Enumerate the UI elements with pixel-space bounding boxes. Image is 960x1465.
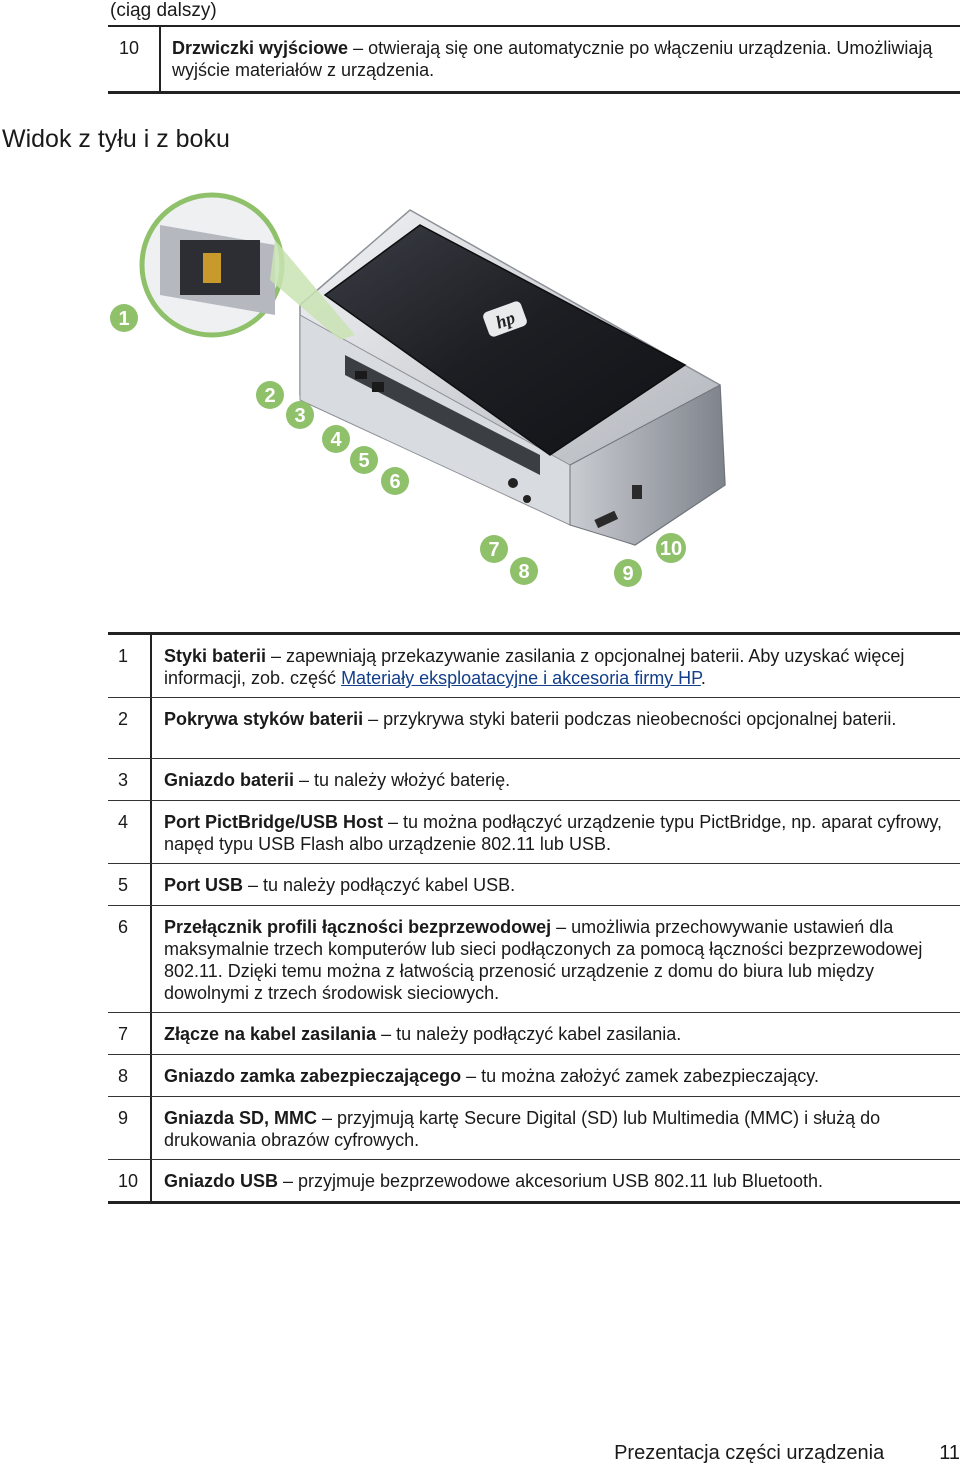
row-description: Gniazdo baterii – tu należy włożyć bater… [152,759,960,800]
battery-contacts [203,253,221,283]
svg-text:3: 3 [294,405,305,427]
row-description: Port USB – tu należy podłączyć kabel USB… [152,864,960,905]
table-row: 1 Styki baterii – zapewniają przekazywan… [108,635,960,697]
callout-5: 5 [350,446,378,474]
row-term: Styki baterii [164,646,267,666]
page-footer: Prezentacja części urządzenia 11 [614,1441,960,1465]
row-number: 9 [108,1097,152,1159]
power-connector [508,478,518,488]
row-text: – przyjmują kartę Secure Digital (SD) lu… [164,1108,881,1150]
row-description: Gniazdo USB – przyjmuje bezprzewodowe ak… [152,1160,960,1201]
row-description: Gniazdo zamka zabezpieczającego – tu moż… [152,1055,960,1096]
svg-text:8: 8 [518,561,529,583]
row-description: Gniazda SD, MMC – przyjmują kartę Secure… [152,1097,960,1159]
row-term: Złącze na kabel zasilania [164,1024,377,1044]
row-description: Drzwiczki wyjściowe – otwierają się one … [161,27,960,91]
callout-10: 10 [656,533,686,563]
row-number: 8 [108,1055,152,1096]
row-text: – tu należy podłączyć kabel USB. [243,875,516,895]
printer-end-panel [569,384,726,546]
row-number: 7 [108,1013,152,1054]
row-term: Drzwiczki wyjściowe [172,38,349,58]
row-term: Gniazdo zamka zabezpieczającego [164,1066,462,1086]
table-row: 7 Złącze na kabel zasilania – tu należy … [108,1012,960,1054]
svg-text:10: 10 [660,538,682,560]
row-text: – tu można założyć zamek zabezpieczający… [461,1066,819,1086]
usb-port [372,382,384,392]
table-row: 6 Przełącznik profili łączności bezprzew… [108,905,960,1012]
row-text: – otwierają się one automatycznie po włą… [172,38,933,80]
table-row: 2 Pokrywa styków baterii – przykrywa sty… [108,697,960,758]
row-term: Pokrywa styków baterii [164,709,364,729]
magnifier-pointer [270,240,355,340]
svg-text:9: 9 [622,563,633,585]
row-text: – tu można podłączyć urządzenie typu Pic… [164,812,942,854]
page-number: 11 [939,1442,960,1464]
row-description: Styki baterii – zapewniają przekazywanie… [152,635,960,697]
table-row: 10 Gniazdo USB – przyjmuje bezprzewodowe… [108,1159,960,1201]
row-description: Pokrywa styków baterii – przykrywa styki… [152,698,960,758]
row-term: Port USB [164,875,244,895]
callout-8: 8 [510,557,538,585]
parts-table: 1 Styki baterii – zapewniają przekazywan… [108,632,960,1204]
continued-label: (ciąg dalszy) [110,0,217,21]
ports-area [345,355,540,475]
table-row: 10 Drzwiczki wyjściowe – otwierają się o… [108,27,960,91]
table-row: 8 Gniazdo zamka zabezpieczającego – tu m… [108,1054,960,1096]
section-title: Widok z tyłu i z boku [2,125,230,153]
callout-1: 1 [110,304,138,332]
svg-text:4: 4 [330,429,342,451]
svg-text:1: 1 [118,308,129,330]
table-row: 3 Gniazdo baterii – tu należy włożyć bat… [108,758,960,800]
row-text: – tu należy podłączyć kabel zasilania. [376,1024,682,1044]
row-number: 6 [108,906,152,1012]
printer-rear-side-illustration: hp 1 2 3 4 5 6 7 8 9 10 [110,192,726,587]
row-text: – przykrywa styki baterii podczas nieobe… [363,709,897,729]
row-text: – przyjmuje bezprzewodowe akcesorium USB… [278,1171,823,1191]
row-text: – zapewniają przekazywanie zasilania z o… [164,646,905,688]
svg-text:7: 7 [488,539,499,561]
usb-side-port [632,485,642,499]
row-number: 4 [108,801,152,863]
printer-lid [323,224,687,456]
callout-6: 6 [381,467,409,495]
row-number: 3 [108,759,152,800]
row-term: Gniazda SD, MMC [164,1108,318,1128]
row-term: Gniazdo USB [164,1171,279,1191]
pictbridge-port [355,371,367,379]
svg-text:2: 2 [264,385,275,407]
supplies-link[interactable]: Materiały eksploatacyjne i akcesoria fir… [341,668,701,688]
row-description: Port PictBridge/USB Host – tu można podł… [152,801,960,863]
callout-3: 3 [286,401,314,429]
table-row: 5 Port USB – tu należy podłączyć kabel U… [108,863,960,905]
row-text: – umożliwia przechowywanie ustawień dla … [164,917,923,1003]
row-term: Port PictBridge/USB Host [164,812,384,832]
hp-logo: hp [483,301,527,337]
callout-4: 4 [322,425,350,453]
callout-2: 2 [256,381,284,409]
svg-text:5: 5 [358,450,369,472]
callout-9: 9 [614,559,642,587]
row-number: 10 [108,1160,152,1201]
table-row: 9 Gniazda SD, MMC – przyjmują kartę Secu… [108,1096,960,1159]
row-term: Przełącznik profili łączności bezprzewod… [164,917,552,937]
row-number: 1 [108,635,152,697]
top-table: 10 Drzwiczki wyjściowe – otwierają się o… [108,25,960,94]
row-number: 2 [108,698,152,758]
footer-title: Prezentacja części urządzenia [614,1442,885,1464]
svg-text:6: 6 [389,471,400,493]
row-text-end: . [700,668,706,688]
row-number: 10 [108,27,161,91]
row-number: 5 [108,864,152,905]
row-description: Złącze na kabel zasilania – tu należy po… [152,1013,960,1054]
row-term: Gniazdo baterii [164,770,295,790]
row-description: Przełącznik profili łączności bezprzewod… [152,906,960,1012]
row-text: – tu należy włożyć baterię. [294,770,511,790]
table-row: 4 Port PictBridge/USB Host – tu można po… [108,800,960,863]
sd-slot [594,510,619,529]
callout-7: 7 [480,535,508,563]
lock-slot [523,495,531,503]
